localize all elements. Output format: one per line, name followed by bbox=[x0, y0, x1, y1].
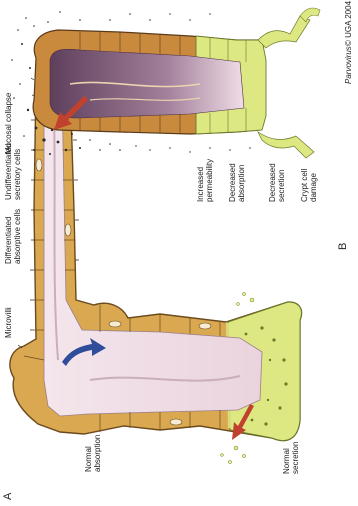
increased-permeability-label-line1: Increased bbox=[196, 167, 205, 202]
decreased-secretion-label-line1: Decreased bbox=[268, 163, 277, 202]
normal-absorption-label-line2: absorption bbox=[93, 435, 102, 472]
decreased-secretion-label-line2: secretion bbox=[277, 170, 286, 202]
crypt-cell-damage-label-line1: Crypt cell bbox=[300, 169, 309, 202]
crypt-cell-damage-label-line2: damage bbox=[309, 173, 318, 202]
increased-permeability-label-line2: permeability bbox=[205, 159, 214, 202]
mucosal-collapse-label: Mucosal collapse bbox=[4, 93, 13, 154]
differentiated-label-line1: Differentiated bbox=[4, 217, 13, 264]
panel-a-letter: A bbox=[2, 493, 14, 500]
differentiated-label-line2: absorptive cells bbox=[13, 209, 22, 264]
decreased-absorption-label-line2: absorption bbox=[237, 165, 246, 202]
copyright-label: © UGA 2004 bbox=[344, 1, 353, 46]
undifferentiated-label-line2: secretory cells bbox=[13, 149, 22, 200]
normal-secretion-label-line1: Normal bbox=[282, 448, 291, 474]
crypt-tail-lower bbox=[258, 132, 314, 158]
microvilli-label: Microvilli bbox=[4, 307, 13, 338]
normal-secretion-label-line2: secretion bbox=[291, 442, 300, 474]
panel-b-letter: B bbox=[337, 243, 349, 250]
decreased-absorption-label-line1: Decreased bbox=[228, 163, 237, 202]
crypt-tail-upper bbox=[258, 16, 310, 48]
normal-absorption-label-line1: Normal bbox=[84, 446, 93, 472]
parvovirus-label: Parvovirus bbox=[344, 46, 353, 84]
